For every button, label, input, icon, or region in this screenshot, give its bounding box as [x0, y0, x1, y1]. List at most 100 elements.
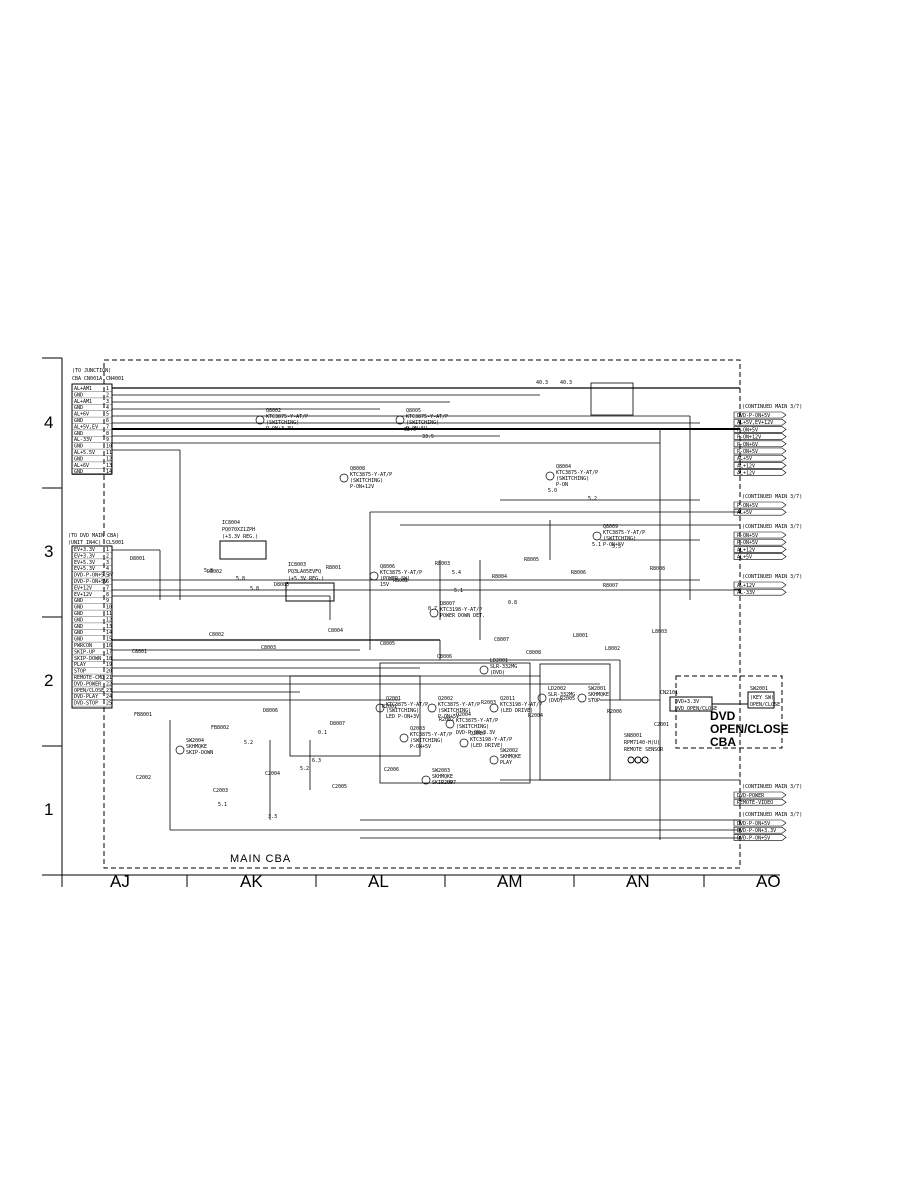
component-small-label: R8001: [326, 565, 341, 571]
output-group-note: (CONTINUED MAIN 3/7): [742, 524, 802, 530]
cl5001-title-3: CL5001: [106, 540, 124, 546]
output-signal-label: P-ON+5V: [737, 449, 758, 455]
output-signal-label: P-ON+5V: [737, 540, 758, 546]
cn4001-pin-number: 11: [106, 450, 112, 456]
component-sub: P-ON: [556, 482, 568, 488]
cn2101-label: CN2101: [660, 690, 678, 696]
transistor-symbol: [545, 471, 555, 481]
cl5001-pin-label: DVD-P-ON+5V: [74, 579, 107, 585]
cn2001-pin-1: DVD+3.3V: [675, 699, 699, 705]
cl5001-pin-label: EV+5.3V: [74, 560, 95, 566]
cl5001-pin-number: 23: [106, 688, 112, 694]
output-arrow: [733, 501, 787, 509]
cn4001-pin-number: 2: [106, 392, 109, 398]
wiring: [112, 382, 740, 840]
output-signal-label: REMOTE-VIDEO: [737, 800, 773, 806]
component-small-label: C8006: [437, 654, 452, 660]
component-small-label: R2005: [560, 696, 575, 702]
output-arrow: [733, 508, 787, 516]
component-part: KTC3198-Y-AT/P: [500, 702, 542, 708]
component-sub: P-ON+5V: [406, 426, 427, 432]
component-role: (LED DRIVE): [500, 708, 533, 714]
voltage-reading: 5.1: [592, 542, 601, 548]
cl5001-title-1: (TO DVD MAIN CBA): [68, 533, 119, 539]
component-small-label: L8003: [652, 629, 667, 635]
cl5001-pin-label: EV+12V: [74, 585, 92, 591]
component-ref: Q8002: [266, 408, 281, 414]
component-small-label: C8005: [380, 641, 395, 647]
output-arrow: [733, 791, 787, 799]
voltage-reading: 5.2: [244, 740, 253, 746]
component-small-label: R8008: [650, 566, 665, 572]
component-sub: P-ON+5V: [410, 744, 431, 750]
output-group-note: (CONTINUED MAIN 3/7): [742, 494, 802, 500]
component-small-label: R2004: [528, 713, 543, 719]
output-signal-label: DVD-POWER: [737, 793, 765, 799]
column-label-am: AM: [497, 872, 523, 891]
component-ref: Q2003: [410, 726, 425, 732]
right-output-connectors: (CONTINUED MAIN 3/7)DVD-P-ON+5VAL+5V,EV+…: [733, 404, 802, 841]
output-arrow: [733, 538, 787, 546]
cl5001-pin-label: OPEN/CLOSE: [74, 688, 104, 694]
component-ref: Q2002: [438, 696, 453, 702]
component-ref: SW2004: [186, 738, 204, 744]
cl5001-pin-label: EV+5.3V: [74, 566, 95, 572]
transistor-symbol: [577, 693, 587, 703]
component-small-label: C8003: [261, 645, 276, 651]
component-role: PLAY: [500, 760, 512, 766]
cl5001-pin-label: DVD-POWER: [74, 681, 102, 687]
output-signal-label: AL+5V: [737, 510, 752, 516]
transistor-symbol: [375, 703, 385, 713]
cn4001-pin-label: AL+5V,EV: [74, 424, 98, 430]
cl5001-pin-number: 5: [106, 573, 109, 579]
cl5001-pin-label: EV+3.3V: [74, 547, 95, 553]
component-role: (SWITCHING): [410, 738, 443, 744]
component-role: (DVD): [490, 670, 505, 676]
component-small-label: R8005: [524, 557, 539, 563]
voltage-reading: 5.2: [588, 496, 597, 502]
cn2001-pin-2: DVD OPEN/CLOSE: [675, 706, 717, 712]
cl5001-pin-number: 2: [106, 553, 109, 559]
output-arrow: [733, 588, 787, 596]
component-small-label: L8002: [605, 646, 620, 652]
cl5001-pin-number: 15: [106, 637, 112, 643]
cl5001-pin-number: 21: [106, 675, 112, 681]
component-role: (SWITCHING): [556, 476, 589, 482]
row-label-1: 1: [44, 800, 53, 819]
cl5001-pin-label: GND: [74, 598, 83, 604]
cl5001-pin-label: EV+12V: [74, 592, 92, 598]
component-small-label: C2004: [265, 771, 280, 777]
component-part: SKHMQKE: [500, 754, 521, 760]
cl5001-pin-number: 18: [106, 656, 112, 662]
output-arrow: [733, 426, 787, 433]
component-role: (SWITCHING): [603, 536, 636, 542]
cn4001-pin-number: 10: [106, 444, 112, 450]
component-small-label: C8002: [209, 632, 224, 638]
voltage-reading: 32.6: [404, 427, 416, 433]
output-group-note: (CONTINUED MAIN 3/7): [742, 812, 802, 818]
cn4001-pin-label: AL+6V: [74, 412, 89, 418]
cl5001-pin-label: DVD-PLAY: [74, 694, 98, 700]
voltage-reading: 33.5: [422, 434, 434, 440]
transistor-symbol: [369, 571, 379, 581]
component-role: (POWER SW): [380, 576, 410, 582]
ic8003-ref: IC8003: [288, 562, 306, 568]
sheet-frame: [42, 357, 780, 887]
component-small-label: C2001: [654, 722, 669, 728]
component-sub: P-ON+5V: [438, 714, 459, 720]
component-small-label: R8002: [393, 578, 408, 584]
dvd-open-close-cba-boundary: [675, 675, 783, 749]
ic8003-part: PQ3LA05EVFQ: [288, 569, 321, 575]
component-small-label: R2002: [439, 717, 454, 723]
dvd-cba-line-1: DVD: [710, 709, 736, 723]
cn4001-pin-number: 7: [106, 424, 109, 430]
component-ref: Q8005: [406, 408, 421, 414]
cl5001-pin-label: SKIP-UP: [74, 649, 95, 655]
component-ref: Q8004: [556, 464, 571, 470]
component-small-label: D8002: [207, 569, 222, 575]
component-part: KTC3875-Y-AT/P: [556, 470, 598, 476]
